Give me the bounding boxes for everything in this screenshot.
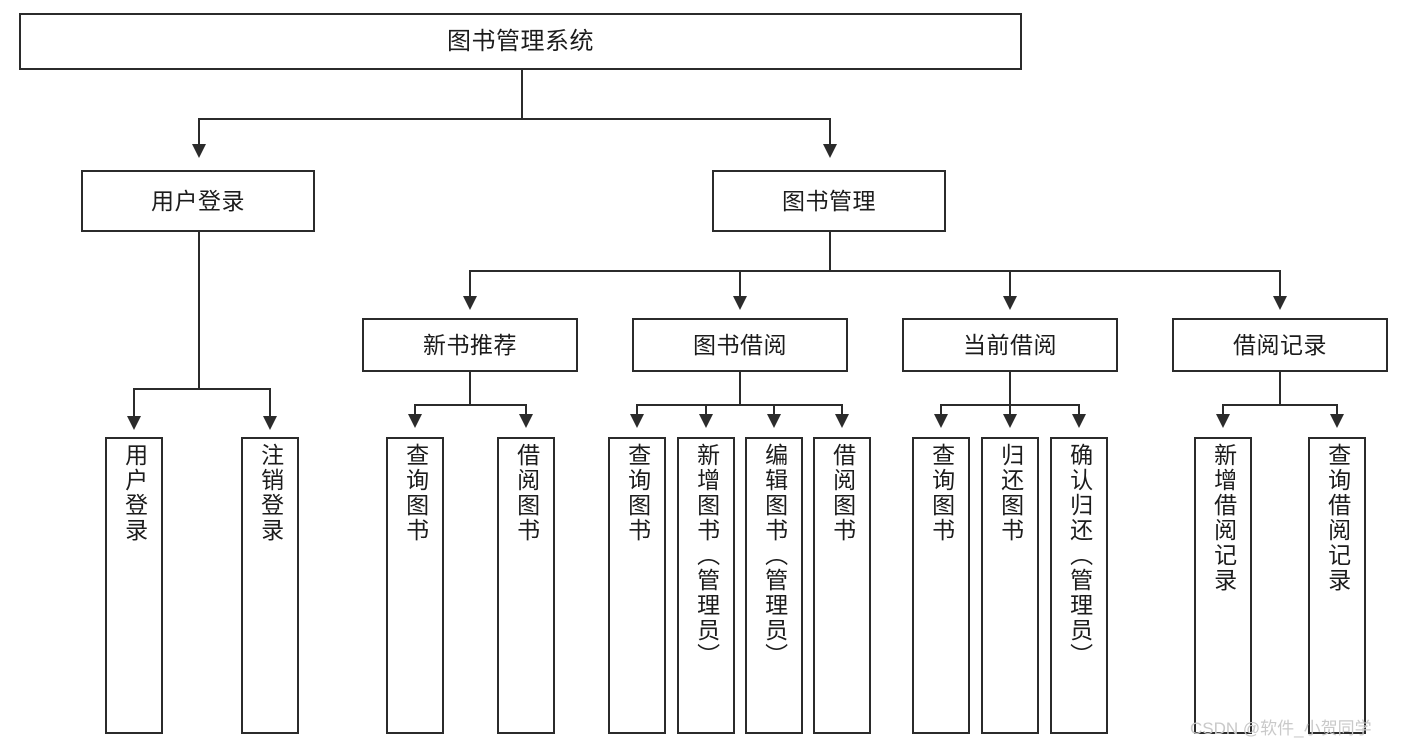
node-label: 查询图书: [624, 443, 651, 543]
node-label: 查询图书: [402, 443, 429, 543]
connector-book-borrow-bus: [636, 404, 843, 406]
arrowhead-book-borrow-leaf-3: [767, 414, 781, 428]
arrowhead-book-manage-record: [1273, 296, 1287, 310]
node-label: 新增借阅记录: [1210, 443, 1237, 593]
node-book-borrow[interactable]: 图书借阅: [632, 318, 848, 372]
arrowhead-new-book-leaf-2: [519, 414, 533, 428]
leaf-new-book-borrow[interactable]: 借阅图书: [497, 437, 555, 734]
leaf-current-borrow-query[interactable]: 查询图书: [912, 437, 970, 734]
arrowhead-book-manage-new-book: [463, 296, 477, 310]
arrowhead-new-book-leaf-1: [408, 414, 422, 428]
arrowhead-book-borrow-leaf-1: [630, 414, 644, 428]
connector-book-borrow-to-leaf-4: [841, 404, 843, 418]
node-label: 图书管理: [782, 187, 876, 214]
arrowhead-book-manage-current: [1003, 296, 1017, 310]
connector-current-borrow-stem: [1009, 372, 1011, 406]
node-label: 查询图书: [928, 443, 955, 543]
arrowhead-book-manage-borrow: [733, 296, 747, 310]
connector-borrow-record-stem: [1279, 372, 1281, 406]
node-label: 注销登录: [257, 443, 284, 543]
arrowhead-user-login-leaf-2: [263, 416, 277, 430]
leaf-user-login-logout[interactable]: 注销登录: [241, 437, 299, 734]
connector-book-manage-to-new-book: [469, 270, 471, 298]
connector-book-manage-to-borrow: [739, 270, 741, 298]
node-label: 图书管理系统: [447, 27, 594, 55]
connector-new-book-to-leaf-2: [525, 404, 527, 418]
node-root-system[interactable]: 图书管理系统: [19, 13, 1022, 70]
connector-user-login-bus: [133, 388, 269, 390]
leaf-current-borrow-confirm-return[interactable]: 确认归还（管理员）: [1050, 437, 1108, 734]
node-label: 编辑图书（管理员）: [761, 443, 788, 668]
node-label: 借阅图书: [513, 443, 540, 543]
node-label: 确认归还（管理员）: [1066, 443, 1093, 668]
node-label: 用户登录: [121, 443, 148, 543]
node-label: 图书借阅: [693, 331, 787, 358]
node-label: 新增图书（管理员）: [693, 443, 720, 668]
arrowhead-current-borrow-leaf-1: [934, 414, 948, 428]
connector-new-book-to-leaf-1: [414, 404, 416, 418]
leaf-new-book-query[interactable]: 查询图书: [386, 437, 444, 734]
connector-root-to-user-login: [198, 118, 200, 146]
connector-book-manage-stem: [829, 232, 831, 272]
connector-book-borrow-to-leaf-2: [705, 404, 707, 418]
connector-borrow-record-to-leaf-1: [1222, 404, 1224, 418]
node-new-book-recommend[interactable]: 新书推荐: [362, 318, 578, 372]
connector-book-borrow-to-leaf-1: [636, 404, 638, 418]
leaf-book-borrow-borrow[interactable]: 借阅图书: [813, 437, 871, 734]
node-label: 新书推荐: [423, 331, 517, 358]
arrowhead-book-borrow-leaf-4: [835, 414, 849, 428]
node-label: 借阅记录: [1233, 331, 1327, 358]
node-current-borrow[interactable]: 当前借阅: [902, 318, 1118, 372]
connector-borrow-record-to-leaf-2: [1336, 404, 1338, 418]
connector-user-login-to-leaf-1: [133, 388, 135, 418]
node-label: 借阅图书: [829, 443, 856, 543]
arrowhead-root-to-book-manage: [823, 144, 837, 158]
node-label: 归还图书: [997, 443, 1024, 543]
connector-current-borrow-to-leaf-3: [1078, 404, 1080, 418]
connector-user-login-to-leaf-2: [269, 388, 271, 418]
leaf-book-borrow-add[interactable]: 新增图书（管理员）: [677, 437, 735, 734]
arrowhead-user-login-leaf-1: [127, 416, 141, 430]
connector-borrow-record-bus: [1222, 404, 1338, 406]
node-label: 查询借阅记录: [1324, 443, 1351, 593]
connector-new-book-bus: [414, 404, 527, 406]
connector-new-book-stem: [469, 372, 471, 406]
connector-root-stem: [521, 70, 523, 118]
leaf-borrow-record-add[interactable]: 新增借阅记录: [1194, 437, 1252, 734]
node-label: 当前借阅: [963, 331, 1057, 358]
leaf-current-borrow-return[interactable]: 归还图书: [981, 437, 1039, 734]
arrowhead-root-to-user-login: [192, 144, 206, 158]
connector-user-login-stem: [198, 232, 200, 390]
node-label: 用户登录: [151, 187, 245, 214]
arrowhead-current-borrow-leaf-3: [1072, 414, 1086, 428]
leaf-book-borrow-query[interactable]: 查询图书: [608, 437, 666, 734]
leaf-book-borrow-edit[interactable]: 编辑图书（管理员）: [745, 437, 803, 734]
connector-book-manage-bus: [469, 270, 1281, 272]
connector-book-borrow-stem: [739, 372, 741, 406]
arrowhead-borrow-record-leaf-1: [1216, 414, 1230, 428]
connector-root-bus: [198, 118, 831, 120]
node-borrow-record[interactable]: 借阅记录: [1172, 318, 1388, 372]
arrowhead-book-borrow-leaf-2: [699, 414, 713, 428]
connector-book-borrow-to-leaf-3: [773, 404, 775, 418]
leaf-borrow-record-query[interactable]: 查询借阅记录: [1308, 437, 1366, 734]
connector-current-borrow-to-leaf-1: [940, 404, 942, 418]
node-user-login[interactable]: 用户登录: [81, 170, 315, 232]
connector-book-manage-to-current: [1009, 270, 1011, 298]
connector-current-borrow-to-leaf-2: [1009, 404, 1011, 418]
connector-book-manage-to-record: [1279, 270, 1281, 298]
arrowhead-current-borrow-leaf-2: [1003, 414, 1017, 428]
arrowhead-borrow-record-leaf-2: [1330, 414, 1344, 428]
node-book-management[interactable]: 图书管理: [712, 170, 946, 232]
leaf-user-login-login[interactable]: 用户登录: [105, 437, 163, 734]
connector-root-to-book-manage: [829, 118, 831, 146]
